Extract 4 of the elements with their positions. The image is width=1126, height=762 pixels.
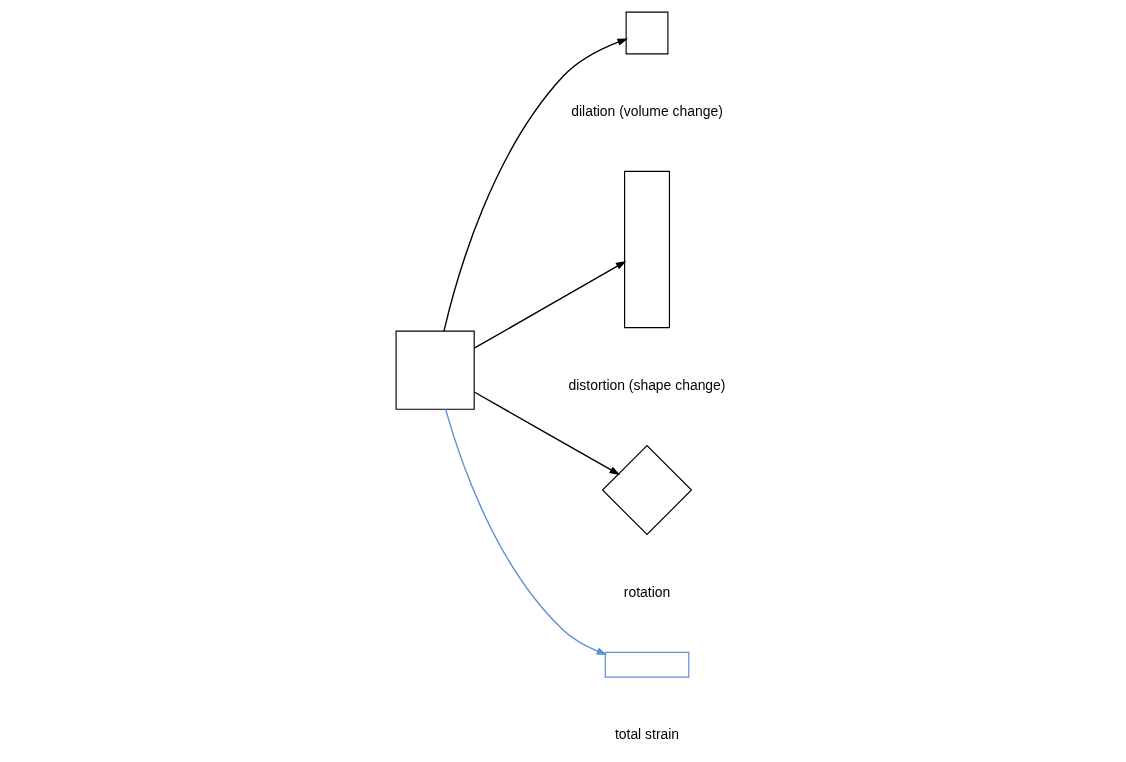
node-label: dilation (volume change)	[570, 103, 723, 120]
node-label: rotation	[623, 584, 670, 601]
node-label: distortion (shape change)	[568, 376, 725, 393]
node-label: total strain	[614, 726, 679, 743]
